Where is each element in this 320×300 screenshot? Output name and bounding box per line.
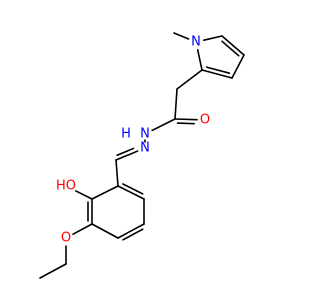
bond-c4-c5-second-line — [221, 40, 240, 57]
bond-ar3-ar4 — [91, 223, 119, 239]
bond-c_carbonyl-o_carbonyl-second-line — [176, 122, 196, 125]
atom-label-h_amide: H — [121, 127, 131, 142]
bond-c4-c5 — [221, 35, 245, 56]
atom-label-n_amide: N — [140, 127, 150, 142]
bond-n_imine-c_imine-second-line — [116, 147, 135, 157]
bond-ar4-ar5-second-line — [122, 228, 144, 241]
atom-label-o_hydroxyl: HO — [56, 179, 76, 194]
bond-ar6-ar1-second-line — [122, 183, 144, 195]
atom-label-n_pyrrole: N — [191, 35, 201, 50]
bond-c2-c3 — [201, 69, 233, 79]
bond-ar6-ar1 — [117, 185, 145, 200]
bond-ar4-ar5 — [117, 223, 145, 239]
bond-ch2-c_carbonyl — [174, 88, 178, 120]
bond-et_ch2-et_ch3 — [39, 263, 67, 279]
atom-label-o_ethoxy: O — [61, 231, 71, 246]
bond-ar1-ar2 — [91, 185, 119, 200]
bond-c2-c3-second-line — [205, 66, 231, 74]
bond-n_imine-c_imine — [115, 150, 139, 161]
bond-c3-c4 — [231, 54, 245, 79]
bond-ar3-o_ethoxy — [72, 223, 93, 236]
bond-layer — [39, 32, 245, 279]
bond-n_pyrrole-c2 — [196, 49, 203, 71]
bond-ar2-o_hydroxyl — [75, 190, 93, 200]
atom-label-o_carbonyl: O — [200, 113, 210, 128]
bond-c5-n_pyrrole — [202, 35, 223, 42]
bond-ch3_pyrrole-n_pyrrole — [173, 32, 190, 40]
bond-c2-ch2 — [176, 69, 203, 90]
atom-label-n_imine: N — [140, 141, 150, 156]
bond-c_carbonyl-n_amide — [151, 118, 176, 132]
bond-c_carbonyl-o_carbonyl — [174, 118, 198, 121]
bond-c_imine-ar1 — [115, 159, 119, 187]
